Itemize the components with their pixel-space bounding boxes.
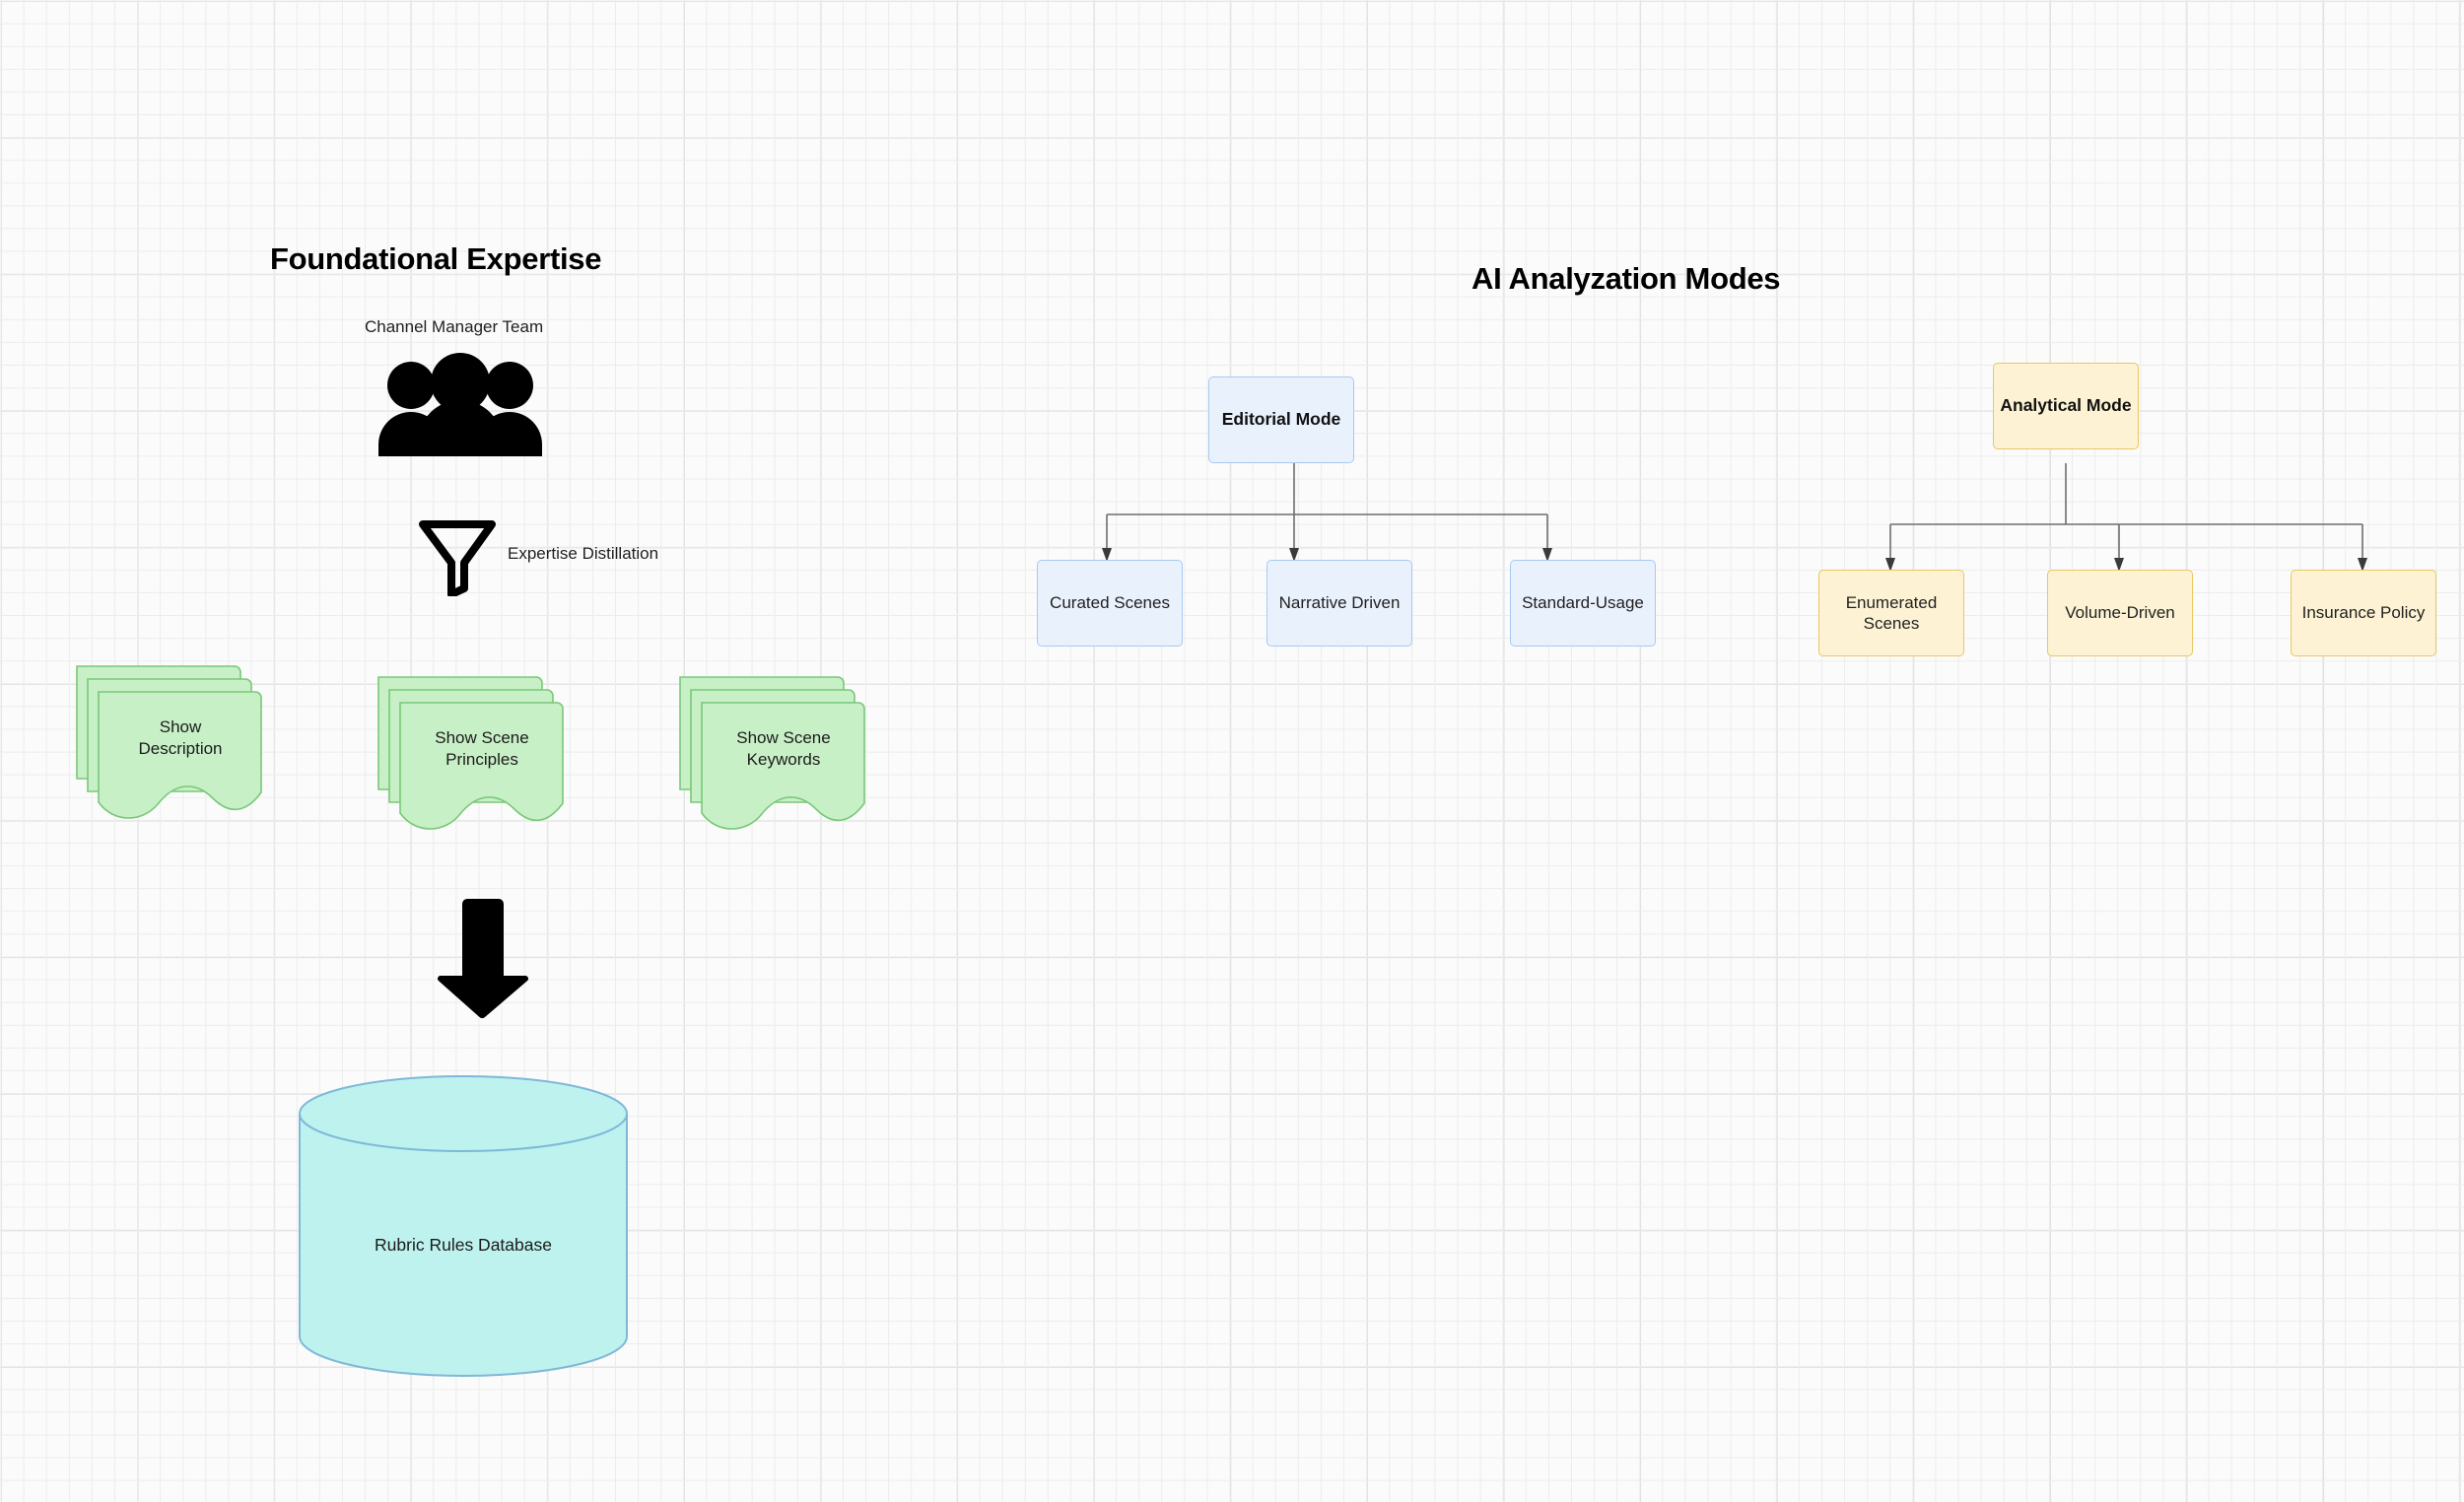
node-analytical-mode[interactable]: Analytical Mode [1993,363,2139,449]
node-standard-usage[interactable]: Standard-Usage [1510,560,1656,647]
funnel-icon [418,517,497,596]
editorial-mode-connectors [1102,453,1552,562]
analytical-mode-connectors [1885,463,2367,572]
node-enumerated-scenes[interactable]: Enumerated Scenes [1818,570,1964,656]
node-insurance-policy[interactable]: Insurance Policy [2291,570,2436,656]
node-volume-driven[interactable]: Volume-Driven [2047,570,2193,656]
node-narrative-driven[interactable]: Narrative Driven [1266,560,1412,647]
expertise-distillation-label: Expertise Distillation [508,544,659,563]
node-curated-scenes[interactable]: Curated Scenes [1037,560,1183,647]
people-group-icon [376,353,544,456]
page-title-ai-analyzation-modes: AI Analyzation Modes [1472,261,1781,296]
document-stack-show-description: Show Description [69,662,266,820]
channel-manager-team-label: Channel Manager Team [365,317,544,336]
page-title-foundational-expertise: Foundational Expertise [270,241,602,276]
document-stack-show-scene-keywords: Show Scene Keywords [672,673,869,831]
document-stack-show-scene-principles: Show Scene Principles [371,673,568,831]
database-label: Rubric Rules Database [375,1235,552,1255]
down-arrow-icon [429,895,537,1023]
node-label-line2: Scenes [1863,614,1920,633]
node-label-line1: Enumerated [1845,592,1938,612]
node-editorial-mode[interactable]: Editorial Mode [1208,376,1354,463]
rubric-rules-database-cylinder: Rubric Rules Database [296,1072,631,1383]
